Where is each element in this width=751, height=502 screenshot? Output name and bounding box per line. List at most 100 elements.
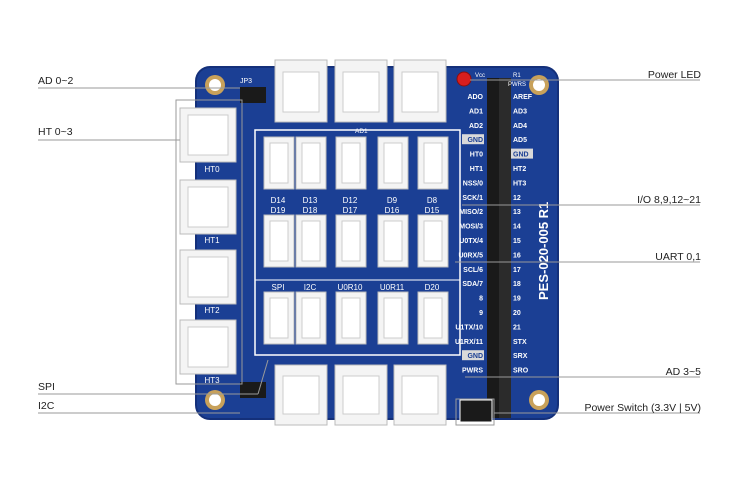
callout-ad35: AD 3~5 xyxy=(665,366,701,378)
mid-pin-label: SCK/1 xyxy=(462,195,483,202)
right-pin-label: 13 xyxy=(513,209,521,216)
power-switch xyxy=(459,399,493,423)
grid-connector-socket xyxy=(269,220,289,262)
mid-pin-label: HT0 xyxy=(470,152,483,159)
grid-connector-socket xyxy=(383,220,403,262)
pwrs-label: PWRS xyxy=(508,82,526,88)
right-pin-label: 16 xyxy=(513,252,521,259)
mid-pin-label: MOSI/3 xyxy=(459,224,483,231)
mid-pin-label: U0TX/4 xyxy=(459,238,483,245)
top-row-label: D13 xyxy=(303,196,318,205)
callout-power-led: Power LED xyxy=(647,69,701,81)
right-pin-label: HT2 xyxy=(513,166,526,173)
right-pin-label: AD3 xyxy=(513,108,527,115)
mid-pin-label: HT1 xyxy=(470,166,483,173)
callout-io: I/O 8,9,12~21 xyxy=(637,194,701,206)
bus-row-label: I2C xyxy=(304,283,317,292)
callout-lines xyxy=(38,79,700,426)
grid-connector-socket xyxy=(341,297,361,339)
right-pin-label: AREF xyxy=(513,94,533,101)
grid-connector-socket xyxy=(383,297,403,339)
grid-connector-socket xyxy=(269,142,289,184)
right-pin-label: GND xyxy=(513,152,529,159)
jp3-header xyxy=(240,87,266,103)
ht-label: HT1 xyxy=(204,236,220,245)
mid-pin-label: AD2 xyxy=(469,123,483,130)
callout-ht03: HT 0~3 xyxy=(38,126,73,138)
mid-row-label: D17 xyxy=(343,206,358,215)
grid-connector-socket xyxy=(341,142,361,184)
bus-row-label: U0R11 xyxy=(380,283,405,292)
mid-pin-label: GND xyxy=(467,137,483,144)
right-pin-label: 12 xyxy=(513,195,521,202)
mid-pin-label: PWRS xyxy=(462,368,483,375)
callout-spi: SPI xyxy=(38,381,55,393)
mid-pin-label: ADO xyxy=(467,94,483,101)
ad1-label: AD1 xyxy=(355,128,368,135)
top-row-label: D12 xyxy=(343,196,358,205)
gnd-pad xyxy=(511,148,533,159)
grid-connector-socket xyxy=(423,142,443,184)
mid-row-label: D18 xyxy=(303,206,318,215)
center-connector-grid xyxy=(254,129,461,356)
grid-connector-socket xyxy=(423,297,443,339)
mid-row-label: D16 xyxy=(385,206,400,215)
grid-connector-socket xyxy=(423,220,443,262)
mid-pin-label: U0RX/5 xyxy=(458,252,483,259)
jp3-label: JP3 xyxy=(240,78,252,85)
bottom-jumper-header xyxy=(240,382,266,398)
right-header-strip xyxy=(499,78,511,418)
top-row-label: D9 xyxy=(387,196,398,205)
mid-row-label: D15 xyxy=(425,206,440,215)
gnd-pad xyxy=(462,350,484,361)
mid-row-label: D19 xyxy=(271,206,286,215)
top-connectors xyxy=(274,59,447,123)
power-led xyxy=(456,71,472,87)
mid-pin-label: NSS/0 xyxy=(463,180,483,187)
mid-pin-label: SCL/6 xyxy=(463,267,483,274)
right-pin-label: AD4 xyxy=(513,123,527,130)
mid-pin-label: SDA/7 xyxy=(462,281,483,288)
right-pin-label: SRO xyxy=(513,368,529,375)
right-pin-label: 19 xyxy=(513,296,521,303)
r1-label: R1 xyxy=(513,73,521,79)
callout-uart: UART 0,1 xyxy=(655,251,701,263)
gnd-pad xyxy=(462,134,484,145)
callout-ad02: AD 0~2 xyxy=(38,75,74,87)
top-row-label: D14 xyxy=(271,196,286,205)
bus-row-label: D20 xyxy=(425,283,440,292)
right-pin-label: 21 xyxy=(513,324,521,331)
right-pin-label: 15 xyxy=(513,238,521,245)
callout-power-switch: Power Switch (3.3V | 5V) xyxy=(584,402,701,414)
mid-pin-label: GND xyxy=(467,353,483,360)
mid-pin-label: U1RX/11 xyxy=(455,339,483,346)
vcc-label: Vcc xyxy=(475,73,485,79)
left-connectors xyxy=(179,107,237,375)
bottom-connectors xyxy=(274,364,447,426)
mid-pin-label: U1TX/10 xyxy=(455,324,483,331)
grid-connector-socket xyxy=(301,220,321,262)
grid-connectors xyxy=(263,136,449,345)
right-pin-label: STX xyxy=(513,339,527,346)
mid-pin-label: 9 xyxy=(479,310,483,317)
right-pin-label: SRX xyxy=(513,353,528,360)
grid-connector-socket xyxy=(383,142,403,184)
mid-pin-label: 8 xyxy=(479,296,483,303)
right-pin-label: AD5 xyxy=(513,137,527,144)
right-pin-label: 17 xyxy=(513,267,521,274)
board-model-label: PES-020-005 R1 xyxy=(536,202,551,300)
grid-connector-socket xyxy=(301,297,321,339)
right-pin-label: 14 xyxy=(513,224,521,231)
top-row-label: D8 xyxy=(427,196,438,205)
ht-label: HT0 xyxy=(204,165,220,174)
right-pin-label: 18 xyxy=(513,281,521,288)
grid-connector-socket xyxy=(301,142,321,184)
ht-label: HT2 xyxy=(204,306,220,315)
right-pin-label: 20 xyxy=(513,310,521,317)
right-pin-label: HT3 xyxy=(513,180,526,187)
grid-connector-socket xyxy=(341,220,361,262)
grid-connector-socket xyxy=(269,297,289,339)
callout-i2c: I2C xyxy=(38,400,55,412)
